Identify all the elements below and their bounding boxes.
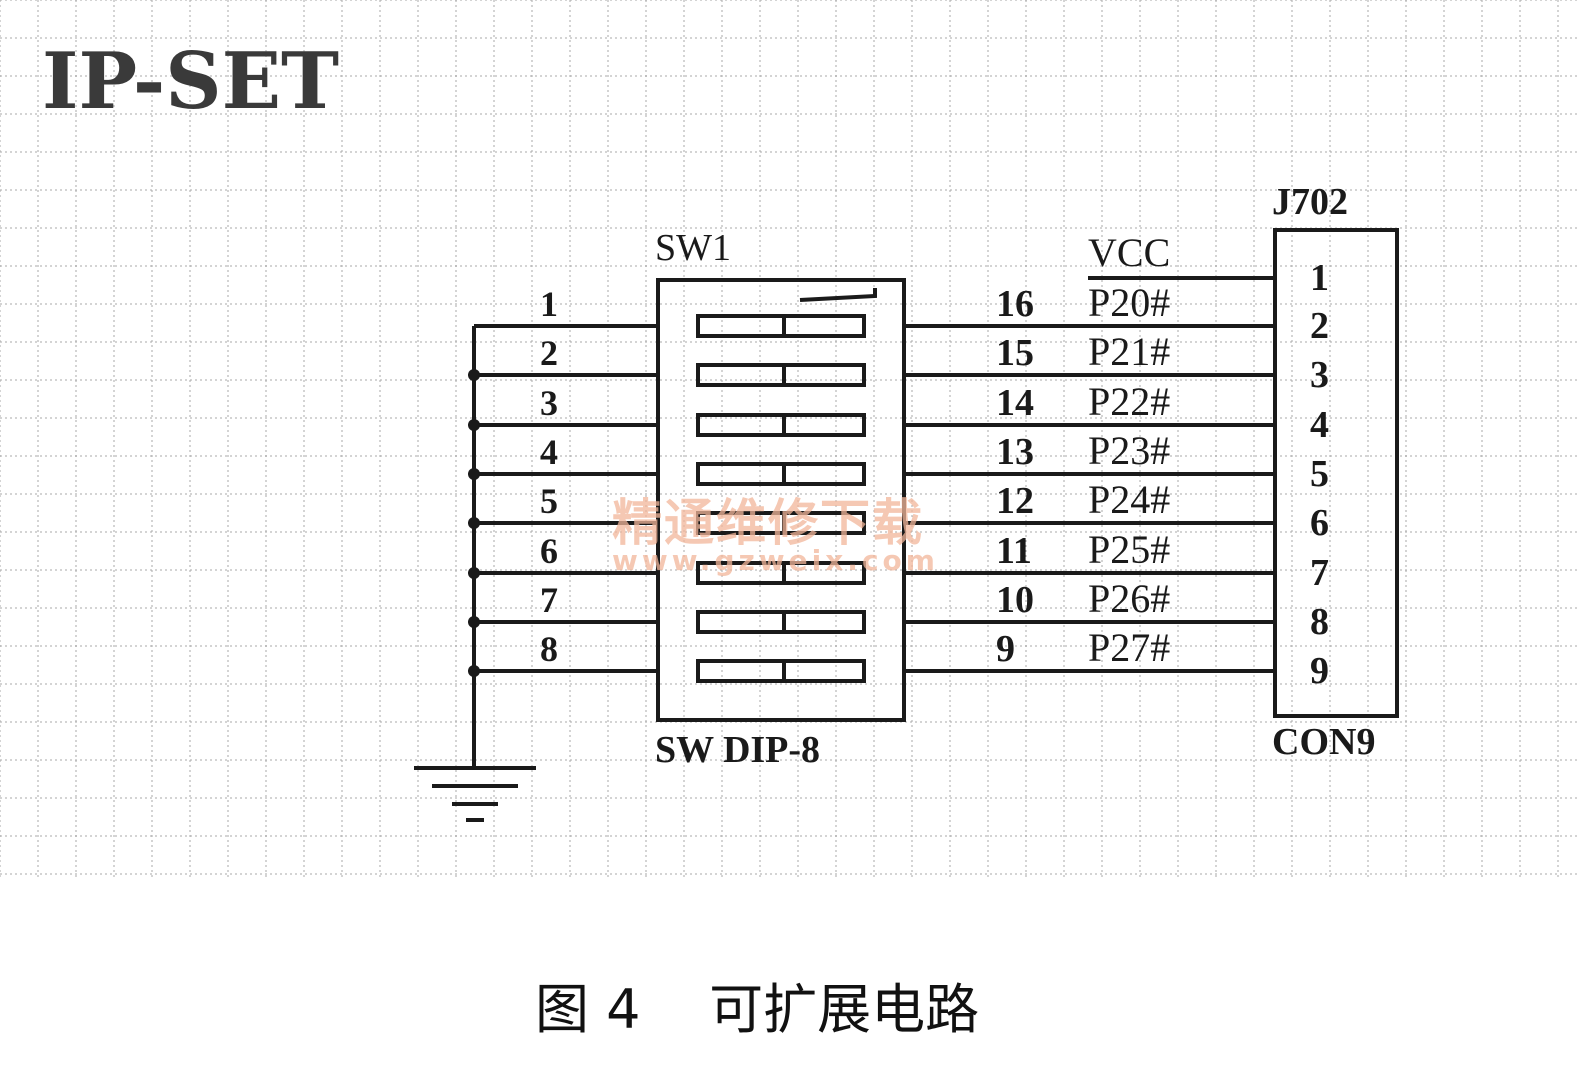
net-label: P26# [1088, 576, 1170, 621]
connector-pin: 8 [1310, 601, 1329, 643]
watermark-url: www.gzweix.com [612, 544, 939, 577]
net-label: P20# [1088, 280, 1170, 325]
switch-slot-left [696, 610, 786, 634]
switch-left-pin: 8 [540, 629, 558, 669]
switch-right-pin: 11 [996, 530, 1032, 572]
switch-left-pin-labels: 1 2 3 4 5 6 7 8 [540, 284, 558, 669]
switch-right-pin: 15 [996, 332, 1034, 374]
switch-left-pin: 7 [540, 580, 558, 620]
connector-pin: 1 [1310, 257, 1329, 299]
switch-left-pin: 4 [540, 432, 558, 472]
connector-pin: 4 [1310, 404, 1329, 446]
switch-slot-right [782, 561, 866, 585]
switch-slot-right [782, 659, 866, 683]
switch-slot-right [782, 511, 866, 535]
switch-left-pin: 2 [540, 333, 558, 373]
net-label: P24# [1088, 477, 1170, 522]
connector-body [1273, 228, 1399, 718]
switch-right-pin: 12 [996, 480, 1034, 522]
net-label: P25# [1088, 527, 1170, 572]
switch-right-pin-labels: 16 15 14 13 12 11 10 9 [996, 283, 1034, 670]
switch-left-pin: 1 [540, 284, 558, 324]
switch-part-label: SW DIP-8 [655, 729, 820, 771]
net-label: P22# [1088, 379, 1170, 424]
switch-slot-left [696, 363, 786, 387]
switch-left-pin: 6 [540, 531, 558, 571]
connector-pin-labels: 1 2 3 4 5 6 7 8 9 [1310, 257, 1329, 692]
connector-pin: 7 [1310, 552, 1329, 594]
switch-right-pin: 14 [996, 382, 1034, 424]
connector-pin: 9 [1310, 650, 1329, 692]
ground-bus [414, 324, 658, 822]
switch-slot-right [782, 462, 866, 486]
switch-slot-right [782, 413, 866, 437]
switch-left-pin: 3 [540, 383, 558, 423]
connector-pin: 2 [1310, 305, 1329, 347]
watermark-text: 精通维修下载 [612, 494, 924, 552]
net-label: P23# [1088, 428, 1170, 473]
switch-slot-right [782, 314, 866, 338]
connector-pin: 3 [1310, 354, 1329, 396]
figure-caption: 图 4 可扩展电路 [535, 978, 979, 1041]
switch-slot-left [696, 659, 786, 683]
net-labels: VCC P20# P21# P22# P23# P24# P25# P26# P… [1088, 230, 1170, 670]
switch-right-pin: 13 [996, 431, 1034, 473]
net-label: P21# [1088, 329, 1170, 374]
switch-right-pin: 16 [996, 283, 1034, 325]
net-label: P27# [1088, 625, 1170, 670]
connector-pin: 5 [1310, 453, 1329, 495]
switch-slot-left [696, 314, 786, 338]
switch-slot-left [696, 462, 786, 486]
switch-ref-label: SW1 [655, 227, 731, 269]
switch-left-pin: 5 [540, 481, 558, 521]
connector-part-label: CON9 [1272, 721, 1375, 763]
diagram-title: IP-SET [42, 36, 339, 127]
dip-switch-body [656, 278, 906, 722]
connector-pin: 6 [1310, 502, 1329, 544]
switch-right-pin: 9 [996, 628, 1015, 670]
dip-switch-slots [696, 314, 866, 683]
grid-background [0, 0, 1580, 880]
connector-ref-label: J702 [1272, 181, 1348, 223]
switch-slot-right [782, 363, 866, 387]
net-label-vcc: VCC [1088, 230, 1170, 275]
switch-right-pin: 10 [996, 579, 1034, 621]
switch-slot-right [782, 610, 866, 634]
switch-direction-mark [799, 288, 877, 302]
signal-wires [904, 276, 1275, 673]
